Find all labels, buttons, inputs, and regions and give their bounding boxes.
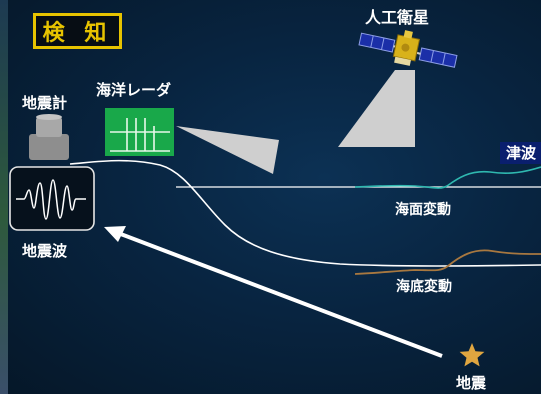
radar-station-icon <box>105 108 174 156</box>
radar-beam <box>176 126 279 174</box>
sea-bottom-displacement-line <box>354 249 541 275</box>
seismic-wave-label: 地震波 <box>22 242 68 260</box>
title-box: 検 知 <box>33 13 122 49</box>
seismometer-label: 地震計 <box>22 94 68 112</box>
sea-bottom-label: 海底変動 <box>396 279 452 295</box>
satellite-icon <box>358 30 458 68</box>
seafloor-profile-line <box>69 159 541 267</box>
left-edge-photo-strip <box>0 0 8 394</box>
ocean-radar-label: 海洋レーダ <box>96 81 172 99</box>
sea-surface-label: 海面変動 <box>395 202 451 218</box>
epicenter-star-icon <box>459 343 485 367</box>
seismic-wave-arrow <box>104 226 443 358</box>
earthquake-label: 地震 <box>456 374 487 392</box>
satellite-label: 人工衛星 <box>365 8 430 27</box>
tsunami-label: 津波 <box>500 142 541 164</box>
seismogram-icon <box>9 166 95 231</box>
satellite-beam <box>338 70 415 147</box>
seismometer-icon <box>29 114 69 160</box>
sea-surface-wave-line <box>354 166 541 189</box>
